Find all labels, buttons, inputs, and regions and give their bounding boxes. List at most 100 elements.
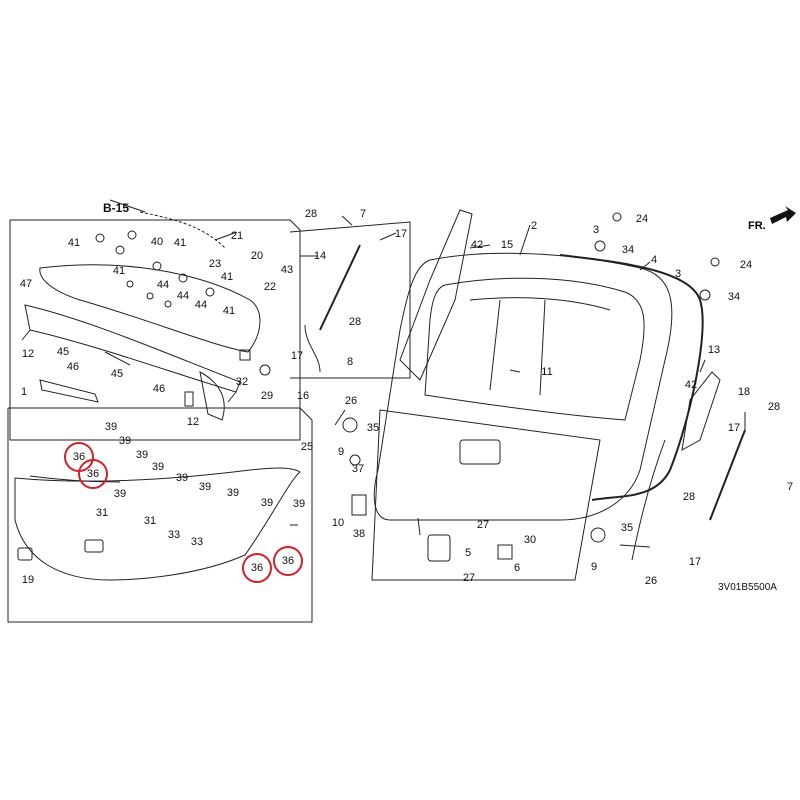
callout-5: 5 xyxy=(464,547,472,559)
emblem xyxy=(84,539,104,553)
callout-42b: 42 xyxy=(684,379,698,391)
strut-16 xyxy=(319,244,361,331)
callout-37: 37 xyxy=(351,463,365,475)
callout-24a: 24 xyxy=(635,213,649,225)
rod-21 xyxy=(139,211,226,249)
callout-41e: 41 xyxy=(222,305,236,317)
callout-44c: 44 xyxy=(194,299,208,311)
callout-22: 22 xyxy=(263,281,277,293)
callout-39b: 39 xyxy=(118,435,132,447)
weatherstrip xyxy=(559,254,704,501)
cable-17 xyxy=(304,324,321,373)
callout-32: 32 xyxy=(235,376,249,388)
strut-18 xyxy=(709,429,746,521)
highlight-ring-36b xyxy=(78,459,108,489)
diagram-code: 3V01B5500A xyxy=(718,582,777,593)
callout-27b: 27 xyxy=(462,572,476,584)
callout-42a: 42 xyxy=(470,239,484,251)
spoiler xyxy=(39,264,261,353)
callout-39h: 39 xyxy=(226,487,240,499)
callout-24b: 24 xyxy=(739,259,753,271)
callout-33b: 33 xyxy=(190,536,204,548)
callout-15: 15 xyxy=(500,239,514,251)
callout-39e: 39 xyxy=(175,472,189,484)
callout-35a: 35 xyxy=(366,422,380,434)
tailgate-window xyxy=(424,277,645,421)
callout-19: 19 xyxy=(21,574,35,586)
spoiler-wing xyxy=(199,371,225,421)
callout-34a: 34 xyxy=(621,244,635,256)
callout-3b: 3 xyxy=(674,268,682,280)
callout-47: 47 xyxy=(19,278,33,290)
callout-10: 10 xyxy=(331,517,345,529)
callout-13: 13 xyxy=(707,344,721,356)
callout-28b: 28 xyxy=(348,316,362,328)
garnish-group-box xyxy=(7,407,313,623)
spoiler-group-box xyxy=(9,219,301,441)
callout-12b: 12 xyxy=(186,416,200,428)
callout-17b: 17 xyxy=(290,350,304,362)
callout-41b: 41 xyxy=(112,265,126,277)
callout-39c: 39 xyxy=(135,449,149,461)
callout-30: 30 xyxy=(523,534,537,546)
callout-28c: 28 xyxy=(767,401,781,413)
callout-39f: 39 xyxy=(113,488,127,500)
latch xyxy=(427,534,451,562)
callout-11: 11 xyxy=(541,366,553,378)
callout-2: 2 xyxy=(530,220,538,232)
callout-28a: 28 xyxy=(304,208,318,220)
front-marker: FR. xyxy=(748,220,766,232)
callout-39a: 39 xyxy=(104,421,118,433)
callout-46a: 46 xyxy=(66,361,80,373)
callout-17d: 17 xyxy=(688,556,702,568)
cable-17b xyxy=(631,439,666,561)
highlight-ring-36c xyxy=(242,553,272,583)
callout-31b: 31 xyxy=(143,515,157,527)
callout-39g: 39 xyxy=(198,481,212,493)
callout-9a: 9 xyxy=(337,446,345,458)
callout-14: 14 xyxy=(313,250,327,262)
side-trim-15 xyxy=(399,209,473,381)
side-trim-13 xyxy=(681,371,721,451)
callout-38: 38 xyxy=(352,528,366,540)
callout-46b: 46 xyxy=(152,383,166,395)
license-recess xyxy=(459,439,501,465)
callout-9b: 9 xyxy=(590,561,598,573)
spoiler-lower xyxy=(24,304,241,393)
callout-39j: 39 xyxy=(292,498,306,510)
callout-3a: 3 xyxy=(592,224,600,236)
callout-25: 25 xyxy=(300,441,314,453)
callout-40: 40 xyxy=(150,236,164,248)
callout-39i: 39 xyxy=(260,497,274,509)
callout-26a: 26 xyxy=(344,395,358,407)
lower-garnish xyxy=(14,467,301,581)
front-arrow xyxy=(770,206,796,224)
callout-6: 6 xyxy=(513,562,521,574)
callout-28d: 28 xyxy=(682,491,696,503)
callout-4: 4 xyxy=(650,254,658,266)
callout-7a: 7 xyxy=(359,208,367,220)
tailgate-panel xyxy=(371,409,601,581)
garnish-bar xyxy=(39,379,99,403)
callout-20: 20 xyxy=(250,250,264,262)
callout-23: 23 xyxy=(208,258,222,270)
callout-26b: 26 xyxy=(644,575,658,587)
ref-label: B-15 xyxy=(102,201,130,215)
callout-7b: 7 xyxy=(786,481,794,493)
callout-41d: 41 xyxy=(220,271,234,283)
callout-45b: 45 xyxy=(110,368,124,380)
callout-35b: 35 xyxy=(620,522,634,534)
callout-39d: 39 xyxy=(151,461,165,473)
callout-44b: 44 xyxy=(176,290,190,302)
callout-31a: 31 xyxy=(95,507,109,519)
callout-29: 29 xyxy=(260,390,274,402)
callout-43: 43 xyxy=(280,264,294,276)
callout-16: 16 xyxy=(296,390,310,402)
callout-8: 8 xyxy=(346,356,354,368)
callout-34b: 34 xyxy=(727,291,741,303)
strut-group-box xyxy=(289,221,411,379)
callout-41a: 41 xyxy=(67,237,81,249)
callout-1: 1 xyxy=(20,386,28,398)
